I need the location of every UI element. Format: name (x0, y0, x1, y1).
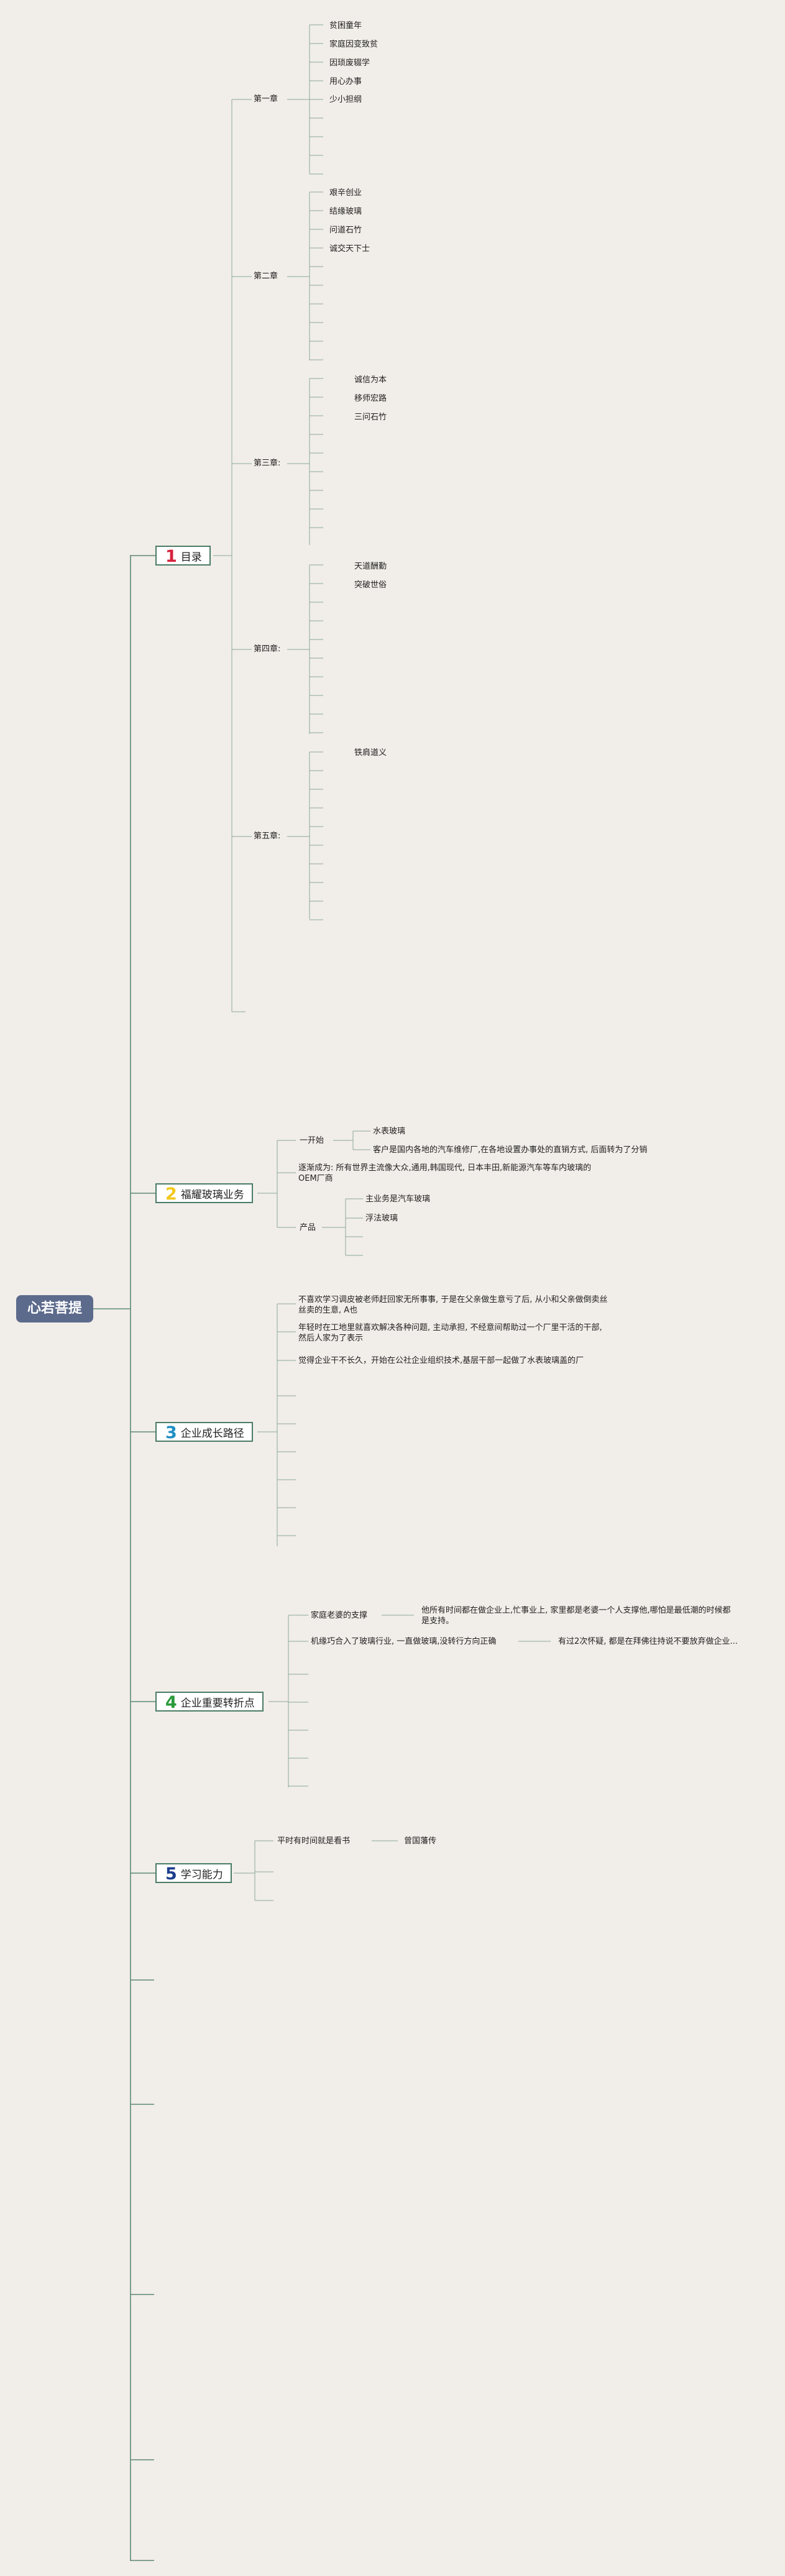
chapter-4-item[interactable]: 天道酬勤 (354, 562, 387, 571)
chapter-3-item[interactable]: 诚信为本 (354, 375, 387, 385)
section-title: 企业成长路径 (180, 1428, 244, 1440)
turning-point[interactable]: 机缘巧合入了玻璃行业, 一直做玻璃,没转行方向正确 (311, 1637, 497, 1646)
chapter-3-item[interactable]: 三问石竹 (354, 413, 387, 422)
turning-point-detail[interactable]: 有过2次怀疑, 都是在拜佛往持说不要放弃做企业... (558, 1637, 738, 1646)
chapter-5-item[interactable]: 铁肩道义 (354, 748, 387, 758)
section-title: 学习能力 (180, 1869, 223, 1881)
growth-item[interactable]: 觉得企业干不长久，开始在公社企业组织技术,基层干部一起做了水表玻璃盖的厂 (298, 1356, 584, 1365)
chapter-1-item[interactable]: 贫困童年 (329, 21, 362, 30)
chapter-5[interactable]: 第五章: (254, 832, 281, 841)
chapter-1-item[interactable]: 用心办事 (329, 77, 362, 86)
section-number: 2 (165, 1185, 177, 1204)
section-title: 目录 (180, 551, 202, 564)
root-topic[interactable]: 心若菩提 (16, 1295, 93, 1322)
chapter-4[interactable]: 第四章: (254, 644, 281, 654)
growth-item[interactable]: 不喜欢学习调皮被老师赶回家无所事事, 于是在父亲做生意亏了后, 从小和父亲做倒卖… (298, 1295, 608, 1315)
turning-point[interactable]: 家庭老婆的支撑 (311, 1611, 368, 1620)
business-start[interactable]: 一开始 (300, 1136, 324, 1145)
chapter-2-item[interactable]: 艰辛创业 (329, 188, 362, 198)
business-later[interactable]: 逐渐成为: 所有世界主流像大众,通用,韩国现代, 日本丰田,新能源汽车等车内玻璃… (298, 1163, 592, 1183)
chapter-4-item[interactable]: 突破世俗 (354, 580, 387, 590)
chapter-1[interactable]: 第一章 (254, 94, 278, 104)
section-number: 5 (165, 1864, 177, 1884)
section-title: 企业重要转折点 (180, 1697, 255, 1710)
turning-point-detail[interactable]: 他所有时间都在做企业上,忙事业上, 家里都是老婆一个人支撑他,哪怕是最低潮的时候… (421, 1606, 731, 1626)
chapter-1-item[interactable]: 因琐废辍学 (329, 58, 370, 68)
section-number: 3 (165, 1423, 177, 1442)
chapter-2[interactable]: 第二章 (254, 272, 278, 281)
business-product-item[interactable]: 主业务是汽车玻璃 (365, 1194, 431, 1204)
chapter-3[interactable]: 第三章: (254, 459, 281, 468)
learning-item[interactable]: 平时有时间就是看书 (277, 1836, 351, 1846)
section-number: 4 (165, 1693, 177, 1712)
section-number: 1 (165, 547, 177, 566)
chapter-2-item[interactable]: 诚交天下士 (329, 244, 370, 254)
chapter-3-item[interactable]: 移师宏路 (354, 394, 387, 403)
chapter-2-item[interactable]: 结缘玻璃 (329, 207, 362, 216)
chapter-2-item[interactable]: 问道石竹 (329, 226, 362, 235)
section-title: 福耀玻璃业务 (180, 1189, 244, 1201)
business-start-item[interactable]: 客户是国内各地的汽车维修厂,在各地设置办事处的直销方式, 后面转为了分销 (373, 1145, 648, 1155)
business-start-item[interactable]: 水表玻璃 (373, 1127, 406, 1136)
chapter-1-item[interactable]: 家庭因变致贫 (329, 40, 379, 49)
chapter-1-item[interactable]: 少小担纲 (329, 95, 362, 104)
business-product[interactable]: 产品 (300, 1223, 316, 1232)
learning-item-detail[interactable]: 曾国藩传 (404, 1836, 437, 1846)
business-product-item[interactable]: 浮法玻璃 (365, 1214, 398, 1223)
growth-item[interactable]: 年轻时在工地里就喜欢解决各种问题, 主动承担, 不经意间帮助过一个厂里干活的干部… (298, 1323, 602, 1343)
